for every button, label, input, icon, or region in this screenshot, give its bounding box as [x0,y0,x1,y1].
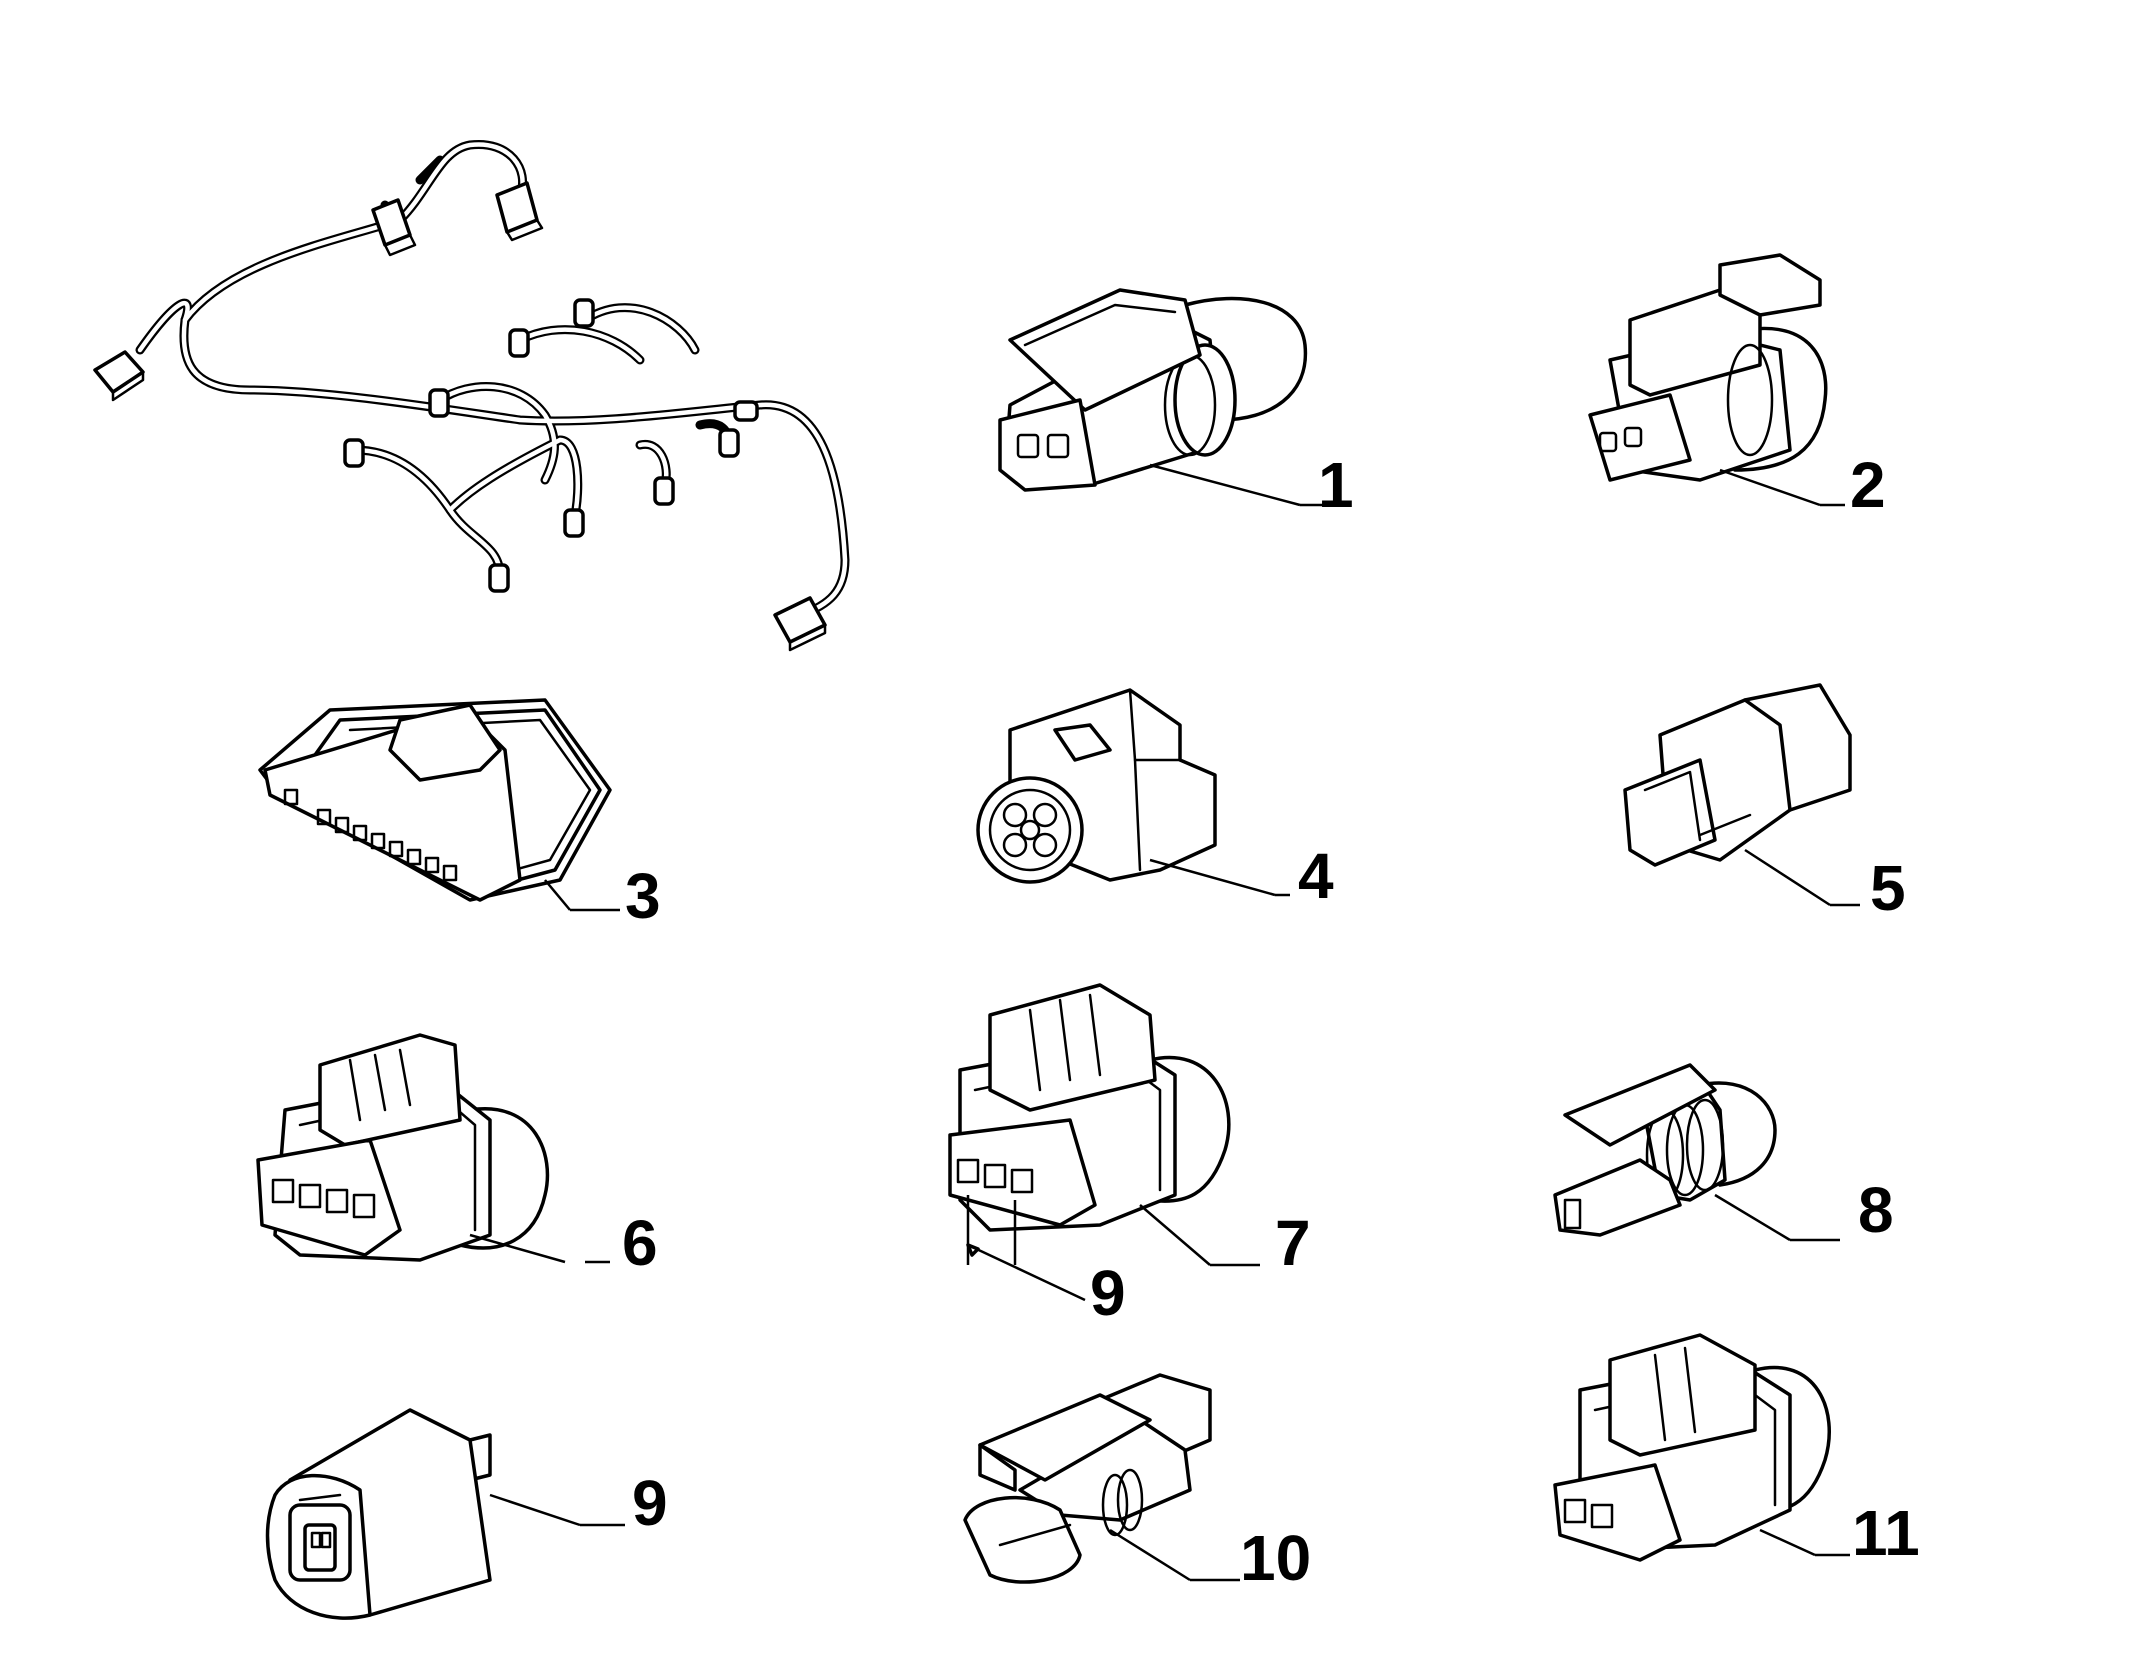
connector-part-10 [963,1373,1212,1584]
harness-plug [495,181,544,242]
leader-line-10 [1109,1528,1191,1582]
harness-terminal [653,476,675,506]
wiring-harness [93,139,850,652]
callout-number: 3 [625,860,661,932]
harness-plug [371,198,417,257]
connector-part-2 [1588,253,1828,482]
callout-number: 1 [1318,449,1354,521]
connector-part-9 [265,1408,492,1620]
callout-number: 7 [1275,1207,1311,1279]
connector-part-7 [948,983,1231,1232]
leader-line-2 [1719,468,1821,507]
leader-line-1 [1149,463,1301,507]
harness-terminal [718,428,740,458]
connector-part-3 [258,698,612,902]
callout-number: 11 [1852,1497,1920,1569]
connector-part-8 [1553,1063,1777,1237]
connector-part-11 [1553,1333,1831,1562]
leader-line-4 [1149,858,1276,897]
leader-line-7 [1139,1204,1211,1266]
harness-terminal [343,438,365,468]
connector-part-4 [976,688,1217,884]
callout-number: 8 [1858,1174,1894,1246]
harness-terminal [733,400,759,422]
harness-terminal [573,298,595,328]
harness-terminal [488,563,510,593]
leader-line-5 [1744,848,1831,907]
callout-number: 10 [1240,1522,1311,1594]
leader-line-3 [544,879,571,911]
harness-terminal [508,328,530,358]
callout-number: 2 [1850,449,1886,521]
callout-number: 9 [1090,1257,1126,1329]
leader-line-6 [469,1233,566,1264]
connector-part-1 [998,288,1308,492]
callout-number: 4 [1298,840,1334,912]
harness-plug [773,596,827,652]
dimension-marker [966,1195,1086,1302]
harness-terminal [563,508,585,538]
pin-cavity-row [283,788,458,882]
callout-number: 6 [622,1207,658,1279]
harness-plug [93,350,145,402]
leader-line-9 [489,1493,581,1527]
harness-terminal [428,388,450,418]
callout-number: 5 [1870,852,1906,924]
leader-line-11 [1759,1528,1816,1557]
leader-line-8 [1714,1193,1791,1242]
callout-number: 9 [632,1467,668,1539]
connector-part-6 [256,1033,550,1262]
connector-part-5 [1623,683,1852,867]
